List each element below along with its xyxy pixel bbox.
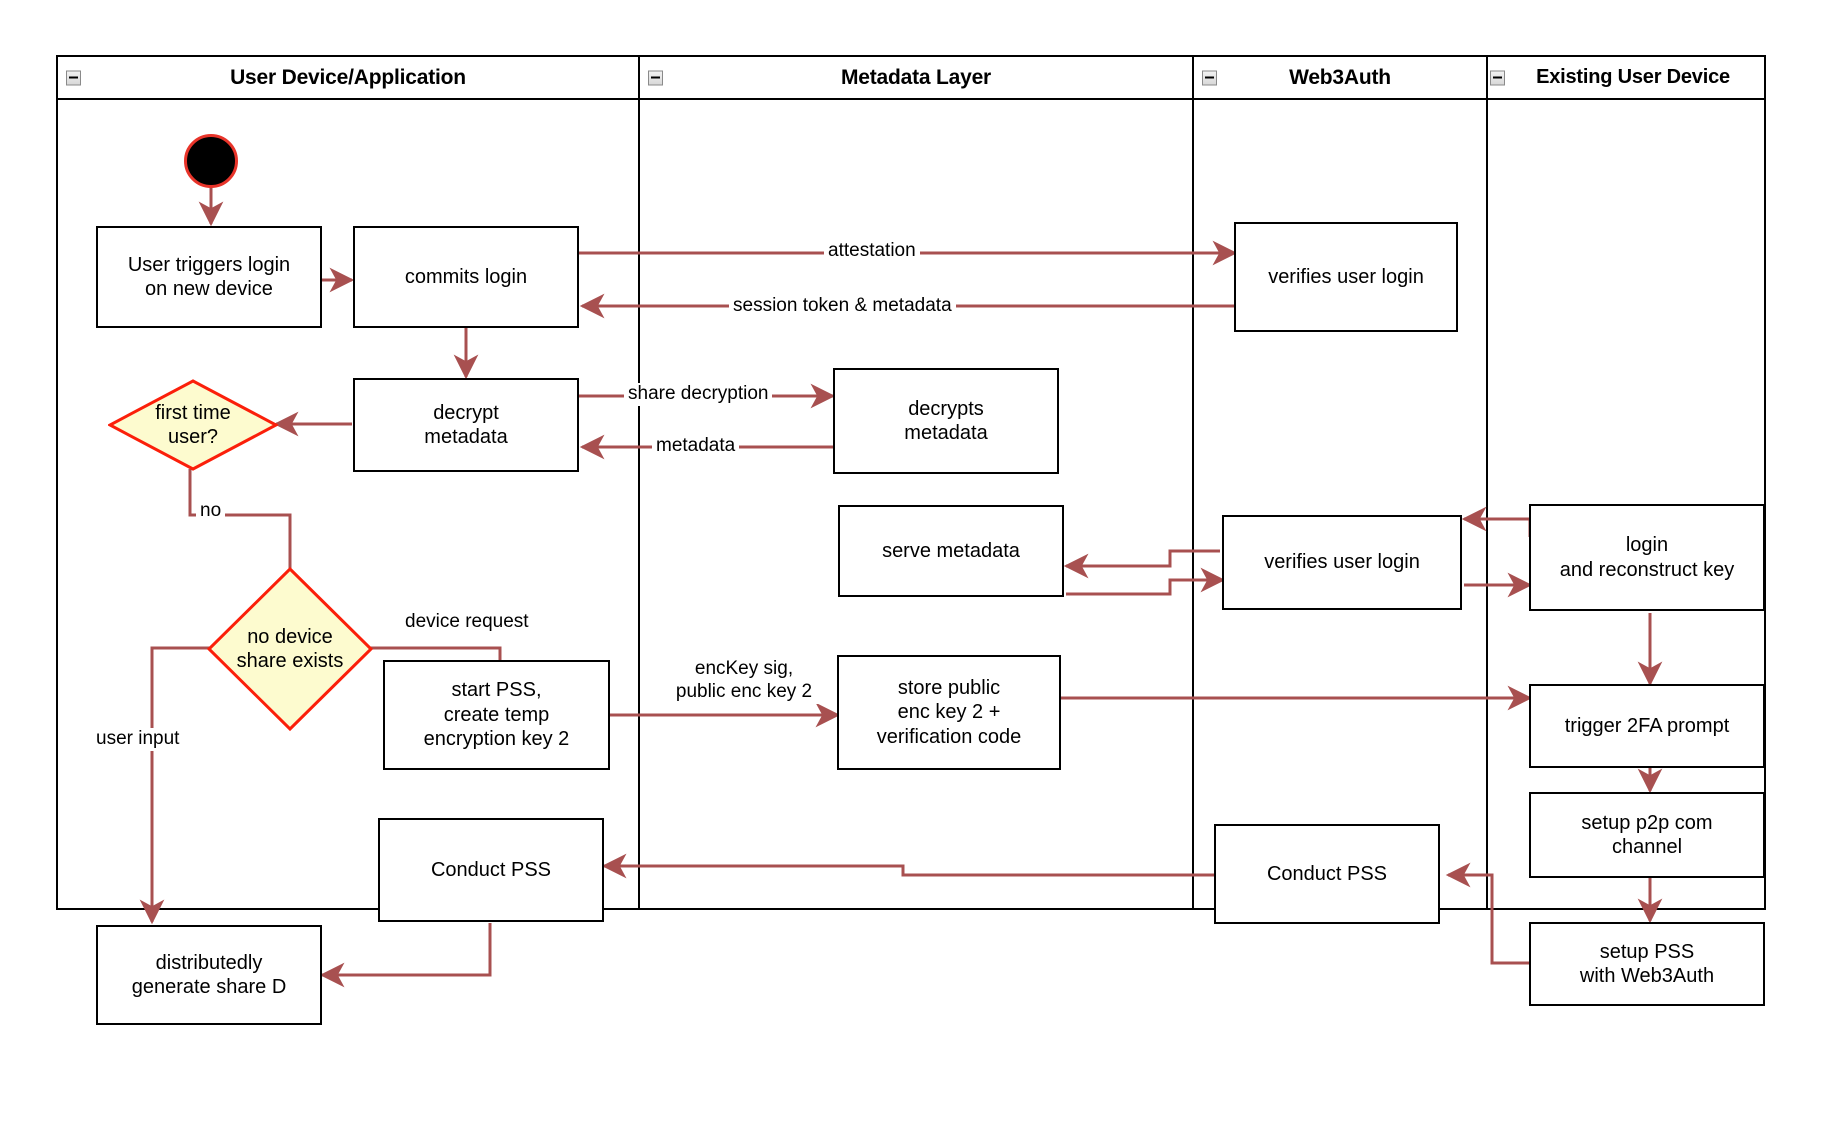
node-label: verifies user login	[1268, 265, 1424, 288]
node-label: commits login	[404, 265, 528, 288]
edge-label-device-request: device request	[401, 611, 533, 634]
node-label: login and reconstruct key	[1559, 534, 1735, 581]
lane-title-metadata-layer: Metadata Layer	[840, 65, 992, 89]
lane-title-user-device: User Device/Application	[230, 65, 466, 89]
lane-header-metadata-layer[interactable]: Metadata Layer	[638, 55, 1194, 100]
node-label: start PSS, create temp encryption key 2	[423, 679, 570, 751]
node-setup-pss-with-web3auth[interactable]: setup PSS with Web3Auth	[1529, 922, 1765, 1006]
decision-label: no device share exists	[236, 626, 344, 672]
node-label: decrypts metadata	[904, 397, 988, 444]
node-label: verifies user login	[1264, 551, 1420, 574]
lane-title-web3auth: Web3Auth	[1289, 65, 1391, 89]
swimlane-metadata-layer	[638, 55, 1194, 910]
node-verifies-user-login-2[interactable]: verifies user login	[1222, 515, 1462, 610]
node-label: distributedly generate share D	[131, 951, 287, 998]
diamond-shape	[108, 379, 278, 471]
edge-label-enckey-sig: encKey sig, public enc key 2	[655, 658, 833, 704]
node-decrypt-metadata[interactable]: decrypt metadata	[353, 378, 579, 472]
node-label: serve metadata	[882, 539, 1020, 562]
node-label: setup PSS with Web3Auth	[1579, 940, 1715, 987]
edge-conduct-pss-to-generate-share-d	[319, 923, 492, 988]
edge-label-attestation: attestation	[824, 240, 920, 263]
node-user-triggers-login[interactable]: User triggers login on new device	[96, 226, 322, 328]
edge-label-share-decryption: share decryption	[624, 383, 773, 406]
swimlane-user-device	[56, 55, 640, 910]
node-label: setup p2p com channel	[1581, 811, 1713, 858]
edge-label-metadata: metadata	[652, 435, 740, 458]
node-serve-metadata[interactable]: serve metadata	[838, 505, 1064, 597]
edge-label-user-input: user input	[92, 728, 184, 751]
initial-node	[184, 134, 238, 188]
decision-label: first time user?	[155, 402, 231, 448]
lane-header-existing-user-device[interactable]: Existing User Device	[1486, 55, 1766, 100]
collapse-minus-icon[interactable]	[1202, 70, 1217, 85]
node-decrypts-metadata[interactable]: decrypts metadata	[833, 368, 1059, 474]
node-verifies-user-login-1[interactable]: verifies user login	[1234, 222, 1458, 332]
node-distributedly-generate-share-d[interactable]: distributedly generate share D	[96, 925, 322, 1025]
node-label: Conduct PSS	[430, 858, 552, 881]
lane-title-existing-user-device: Existing User Device	[1536, 66, 1730, 88]
node-setup-p2p-com-channel[interactable]: setup p2p com channel	[1529, 792, 1765, 878]
diamond-shape	[206, 566, 374, 732]
node-login-and-reconstruct-key[interactable]: login and reconstruct key	[1529, 504, 1765, 611]
collapse-minus-icon[interactable]	[66, 70, 81, 85]
node-label: decrypt metadata	[424, 401, 508, 448]
decision-first-time-user[interactable]: first time user?	[108, 379, 278, 471]
node-label: User triggers login on new device	[127, 253, 291, 300]
decision-no-device-share-exists[interactable]: no device share exists	[206, 566, 374, 732]
collapse-minus-icon[interactable]	[648, 70, 663, 85]
node-conduct-pss-web3auth[interactable]: Conduct PSS	[1214, 824, 1440, 924]
node-label: store public enc key 2 + verification co…	[876, 676, 1022, 748]
node-label: Conduct PSS	[1266, 862, 1388, 885]
collapse-minus-icon[interactable]	[1490, 70, 1505, 85]
node-store-public-enc-key[interactable]: store public enc key 2 + verification co…	[837, 655, 1061, 770]
swimlane-existing-user-device	[1486, 55, 1766, 910]
node-label: trigger 2FA prompt	[1564, 714, 1730, 737]
lane-header-user-device[interactable]: User Device/Application	[56, 55, 640, 100]
node-commits-login[interactable]: commits login	[353, 226, 579, 328]
node-trigger-2fa-prompt[interactable]: trigger 2FA prompt	[1529, 684, 1765, 768]
edge-label-no: no	[196, 500, 226, 523]
node-start-pss-create-temp-key[interactable]: start PSS, create temp encryption key 2	[383, 660, 610, 770]
node-conduct-pss-user[interactable]: Conduct PSS	[378, 818, 604, 922]
edge-label-session-token-metadata: session token & metadata	[729, 295, 956, 318]
swimlane-web3auth	[1192, 55, 1488, 910]
lane-header-web3auth[interactable]: Web3Auth	[1192, 55, 1488, 100]
